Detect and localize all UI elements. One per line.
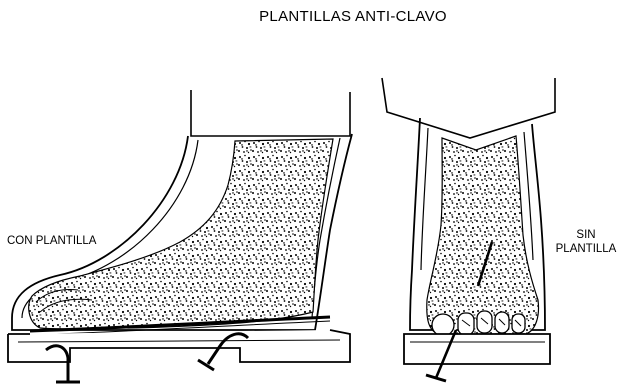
- foot-without-insole: [427, 136, 539, 334]
- trouser-leg-right: [382, 78, 555, 138]
- trouser-leg-left: [191, 90, 350, 136]
- boot-without-insole: [382, 78, 555, 381]
- boot-with-insole: [8, 90, 352, 382]
- boot-sole-right: [404, 334, 550, 364]
